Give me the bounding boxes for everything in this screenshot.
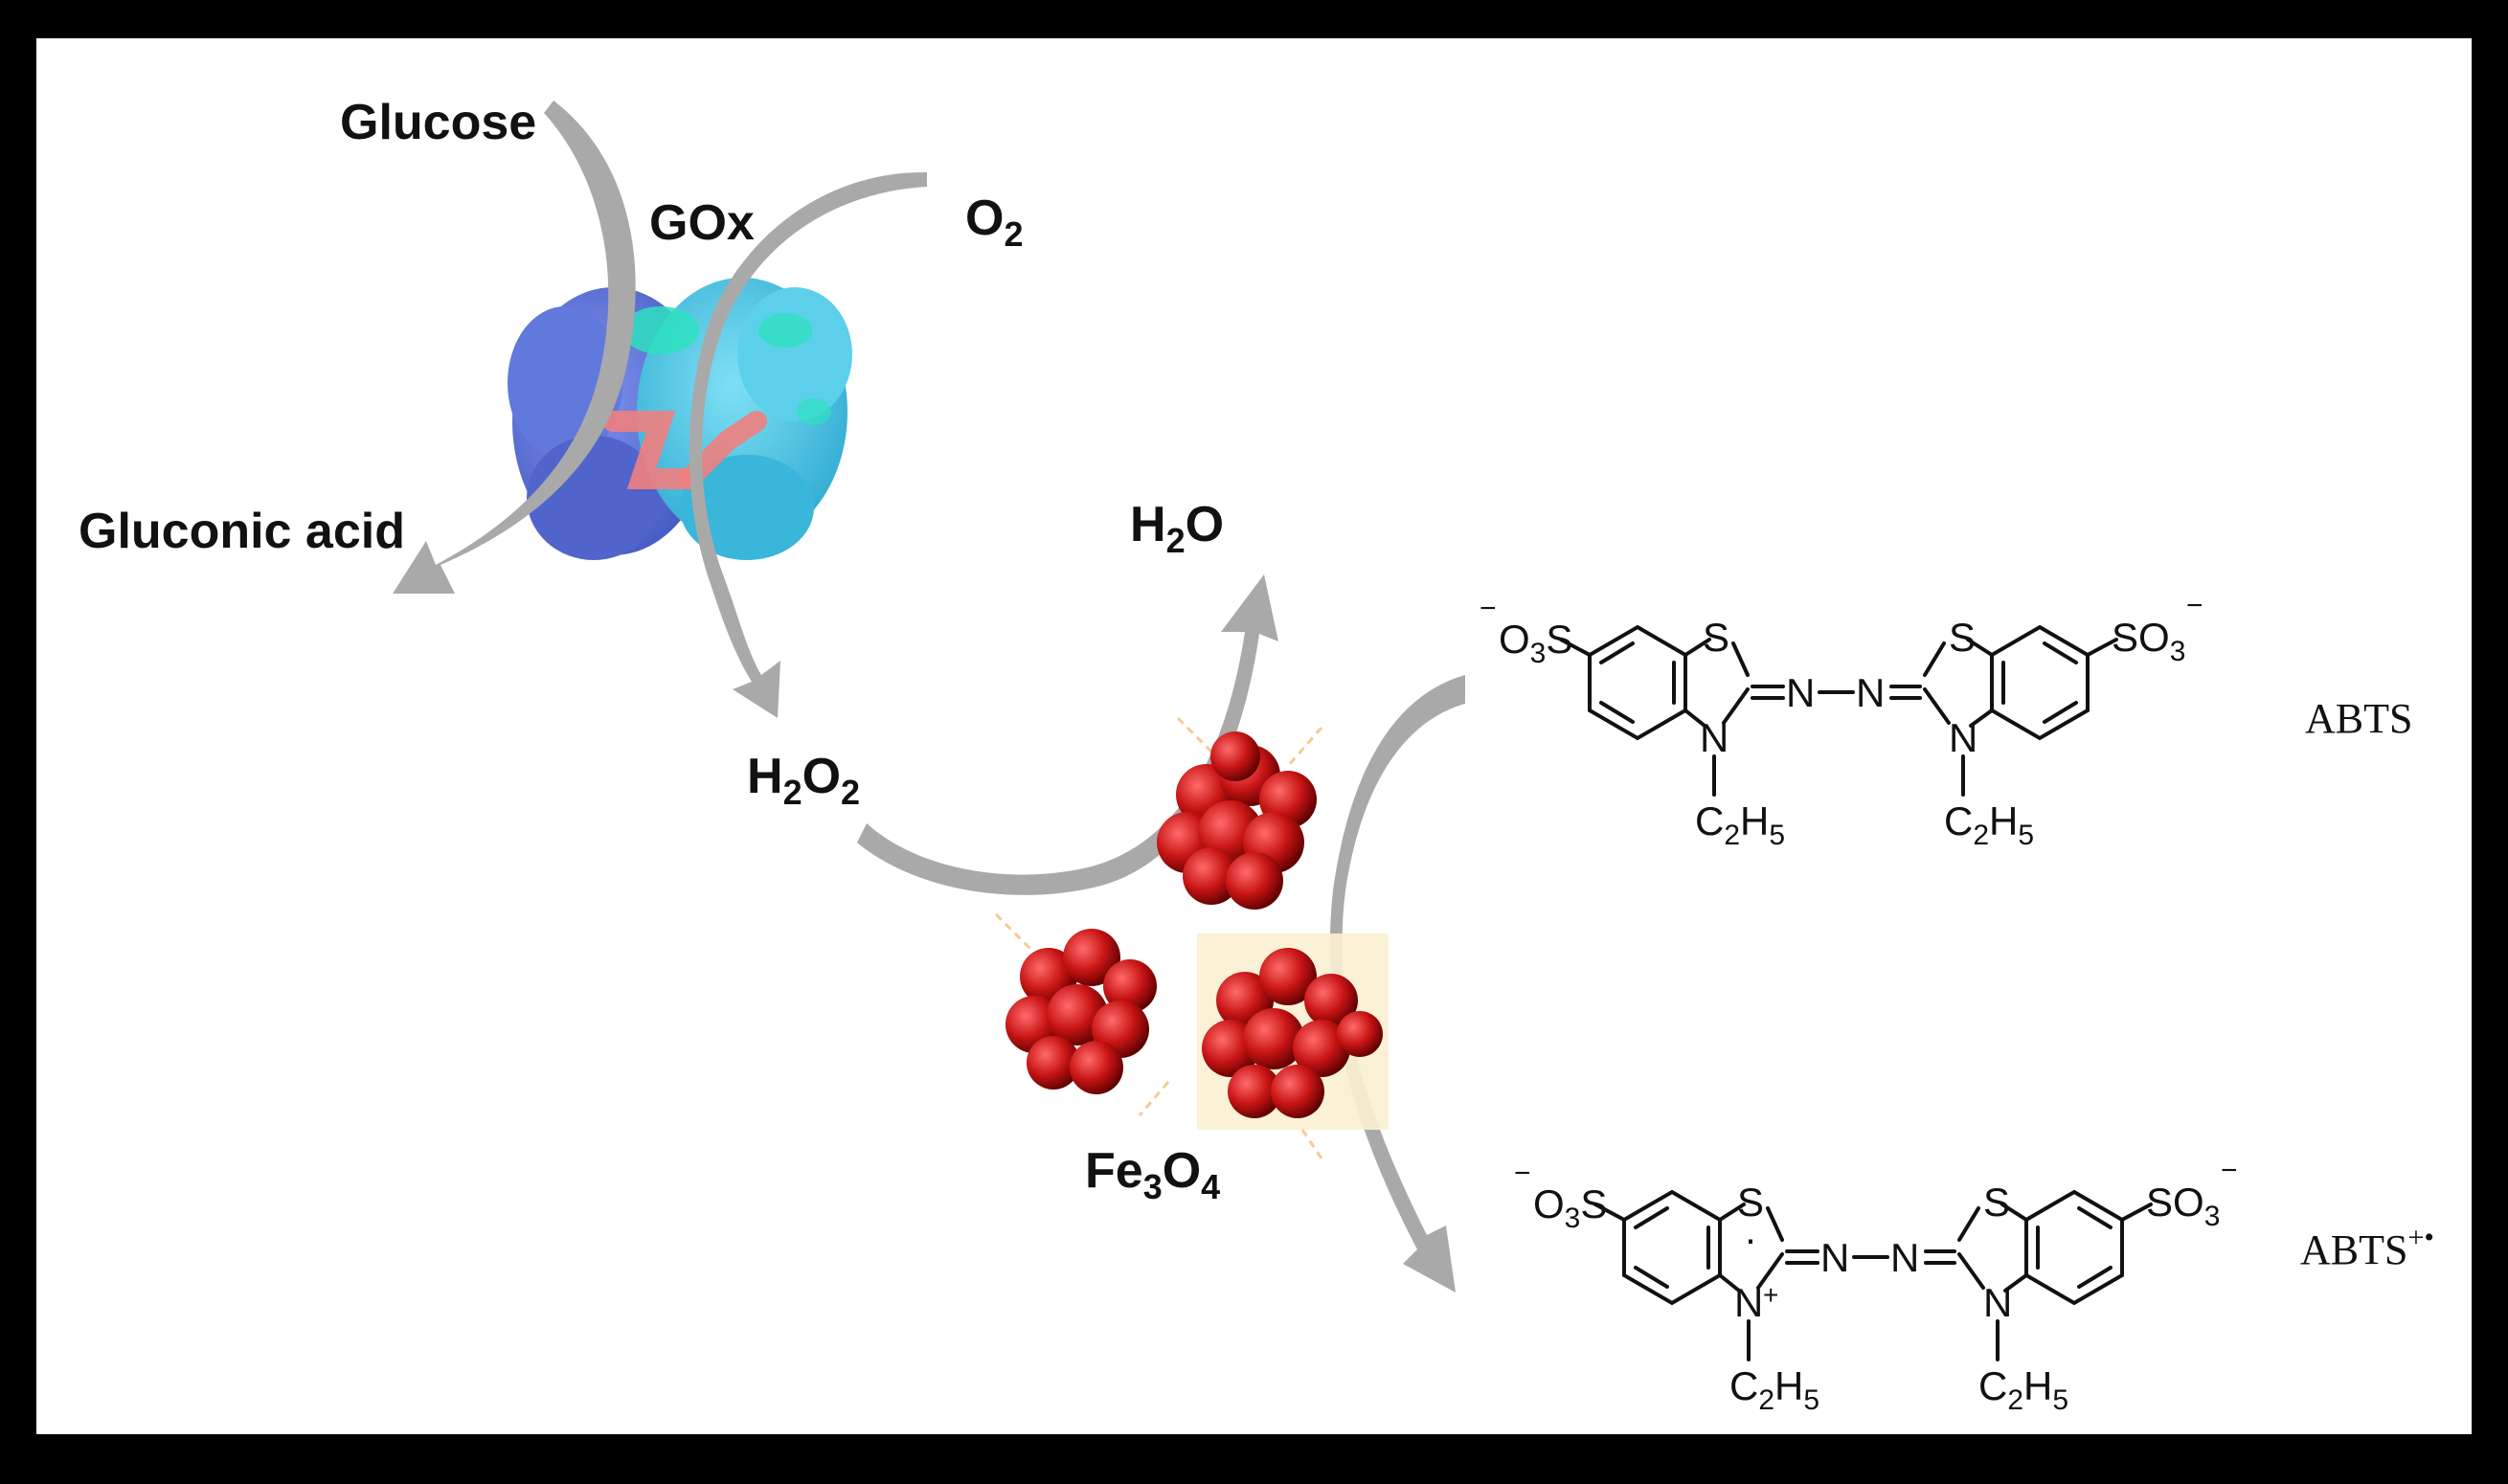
inner-canvas	[36, 38, 2472, 1434]
abts-ethyl-right: C2H5	[1944, 798, 2034, 851]
abts-charge-left: −	[1480, 593, 1497, 624]
abts-n-right: N	[1949, 715, 1977, 760]
abts-n-azo-1: N	[1786, 670, 1815, 715]
radical-s-left: S	[1737, 1180, 1764, 1225]
radical-n-azo-1: N	[1820, 1235, 1849, 1280]
abts-o3s-left: O3S	[1499, 617, 1572, 669]
radical-o3s-left: O3S	[1533, 1181, 1607, 1234]
radical-charge-left: −	[1514, 1158, 1531, 1189]
label-fe3o4: Fe3O4	[1085, 1143, 1220, 1206]
abts-s-right: S	[1949, 615, 1976, 660]
label-abts: ABTS	[2305, 695, 2412, 742]
label-h2o: H2O	[1130, 497, 1224, 560]
label-h2o2: H2O2	[747, 749, 860, 812]
radical-charge-right: −	[2221, 1155, 2238, 1186]
label-gox: GOx	[649, 195, 755, 251]
radical-dot: ·	[1744, 1216, 1757, 1261]
abts-ethyl-left: C2H5	[1695, 798, 1785, 851]
arrow-glucose-to-gluconic	[393, 101, 636, 594]
abts-structure: − O3S S N N N S N SO3 − C2H5 C2H5	[1480, 590, 2203, 851]
glucose-oxidase-protein-image	[508, 278, 852, 560]
nanoparticle-right	[1202, 948, 1383, 1118]
reaction-arrows	[393, 101, 1465, 1293]
radical-n-right: N	[1983, 1280, 2012, 1325]
radical-ethyl-left: C2H5	[1729, 1363, 1819, 1416]
abts-so3-right: SO3	[2112, 615, 2185, 667]
abts-n-left: N	[1700, 715, 1728, 760]
label-abts-radical: ABTS+•	[2300, 1222, 2434, 1273]
abts-radical-structure: − O3S S N N · N + S N SO3 − C2H5 C2H5	[1514, 1155, 2238, 1416]
radical-so3-right: SO3	[2146, 1180, 2220, 1232]
abts-s-left: S	[1703, 615, 1729, 660]
arrow-h2o2-to-h2o	[857, 574, 1278, 895]
radical-ethyl-right: C2H5	[1978, 1363, 2068, 1416]
radical-s-right: S	[1983, 1180, 2010, 1225]
abts-n-azo-2: N	[1856, 670, 1885, 715]
radical-n-plus: +	[1763, 1280, 1778, 1310]
nanoparticle-top	[1157, 731, 1317, 910]
label-glucose: Glucose	[340, 95, 536, 150]
label-o2: O2	[965, 191, 1023, 254]
fe3o4-nanoparticle-cluster-image	[994, 716, 1389, 1159]
radical-n-left: N	[1734, 1280, 1763, 1325]
abts-charge-right: −	[2186, 590, 2203, 621]
nanoparticle-left	[1005, 929, 1157, 1094]
label-gluconic-acid: Gluconic acid	[79, 504, 405, 559]
radical-n-azo-2: N	[1890, 1235, 1919, 1280]
